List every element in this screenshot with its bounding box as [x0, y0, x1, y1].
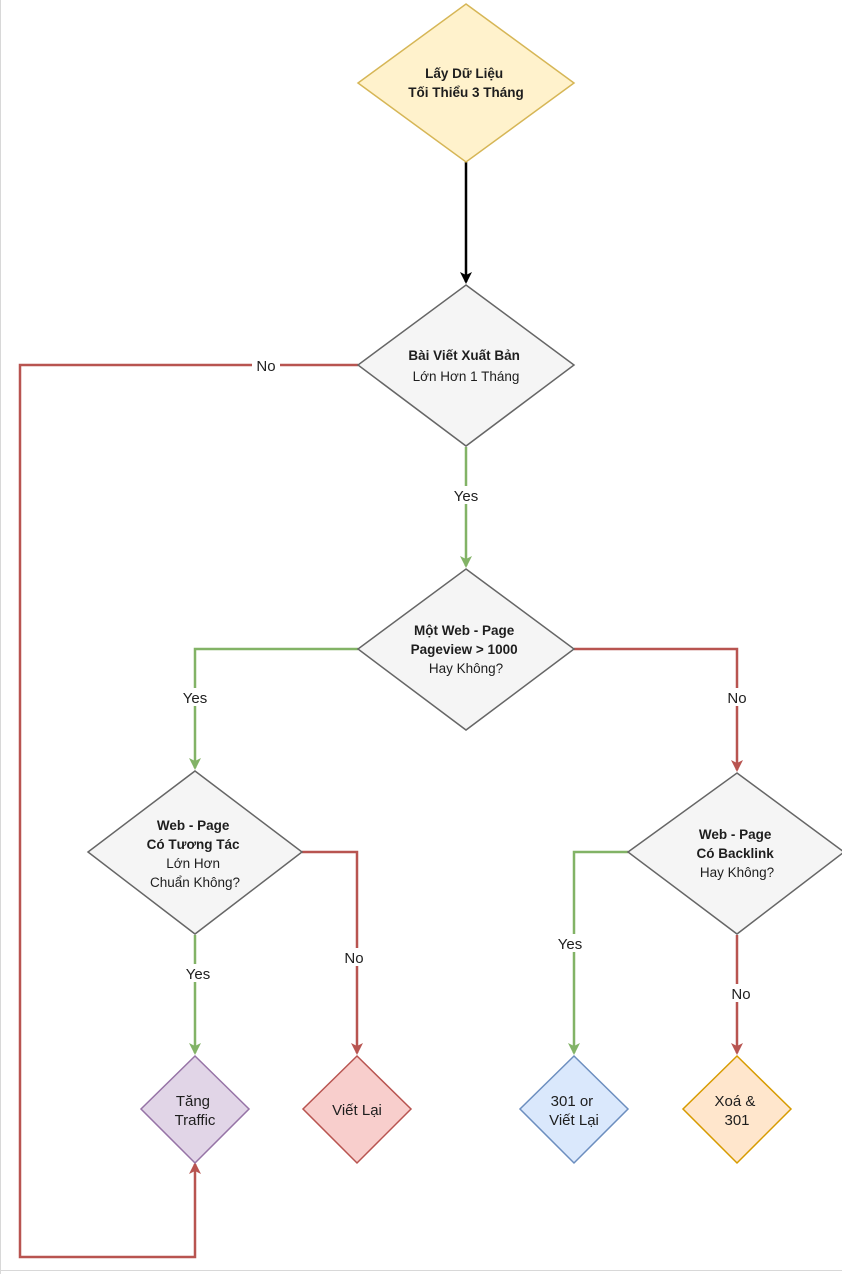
svg-text:No: No — [344, 950, 363, 967]
edge-pageview-yes — [189, 647, 358, 770]
edge-label-published-no: No — [252, 356, 280, 375]
svg-text:Yes: Yes — [454, 488, 478, 505]
svg-text:Web - Page Có Backlink: Web - Page Có Backlink Hay Không? — [696, 827, 777, 880]
node-301-or-rewrite: 301 or Viết Lại — [518, 1054, 630, 1165]
svg-text:No: No — [256, 358, 275, 375]
node-rewrite: Viết Lại — [301, 1054, 413, 1165]
edge-label-pageview-yes: Yes — [179, 688, 211, 707]
svg-text:Viết Lại: Viết Lại — [332, 1102, 382, 1119]
svg-text:No: No — [731, 986, 750, 1003]
node-pageview-over-1000: Một Web - Page Pageview > 1000 Hay Không… — [356, 568, 576, 731]
svg-text:Xoá & 301: Xoá & 301 — [714, 1093, 759, 1129]
node-increase-traffic: Tăng Traffic — [139, 1054, 251, 1165]
node-has-backlink: Web - Page Có Backlink Hay Không? — [626, 772, 842, 935]
svg-text:No: No — [727, 690, 746, 707]
svg-text:Bài Viết Xuất Bản Lớn Hơ: Bài Viết Xuất Bản Lớn Hơn 1 Tháng — [408, 348, 523, 384]
edge-label-published-yes: Yes — [450, 486, 482, 505]
node-delete-and-301: Xoá & 301 — [681, 1054, 793, 1165]
edge-label-backlink-no: No — [727, 984, 755, 1003]
edge-published-no — [18, 363, 358, 1259]
edge-pageview-no — [574, 647, 743, 772]
node-start: Lấy Dữ Liệu Tối Thiểu 3 Tháng — [356, 3, 576, 163]
svg-text:Yes: Yes — [183, 690, 207, 707]
svg-text:Một Web - Page Pageview: Một Web - Page Pageview > 1000 Hay Không… — [411, 623, 522, 676]
edge-label-backlink-yes: Yes — [554, 934, 586, 953]
svg-text:301 or Viết Lại: 301 or Viết Lại — [549, 1093, 599, 1129]
edge-label-pageview-no: No — [723, 688, 751, 707]
node-published-over-one-month: Bài Viết Xuất Bản Lớn Hơn 1 Tháng — [356, 284, 576, 447]
edge-engagement-no — [302, 850, 363, 1055]
svg-text:Lấy Dữ Liệu Tối Thiểu 3: Lấy Dữ Liệu Tối Thiểu 3 Tháng — [408, 66, 524, 100]
edge-label-engagement-no: No — [340, 948, 368, 967]
svg-text:Web - Page Có Tương Tác: Web - Page Có Tương Tác Lớn Hơn Chuẩn Kh… — [147, 818, 244, 890]
node-engagement-above-standard: Web - Page Có Tương Tác Lớn Hơn Chuẩn Kh… — [86, 770, 304, 935]
page-frame-left — [0, 0, 1, 1274]
edge-label-engagement-yes: Yes — [182, 964, 214, 983]
page-frame-bottom — [0, 1270, 842, 1271]
svg-text:Tăng Traffic: Tăng Traffic — [175, 1093, 216, 1129]
edge-backlink-yes — [568, 850, 628, 1055]
svg-text:Yes: Yes — [558, 936, 582, 953]
svg-text:Yes: Yes — [186, 966, 210, 983]
